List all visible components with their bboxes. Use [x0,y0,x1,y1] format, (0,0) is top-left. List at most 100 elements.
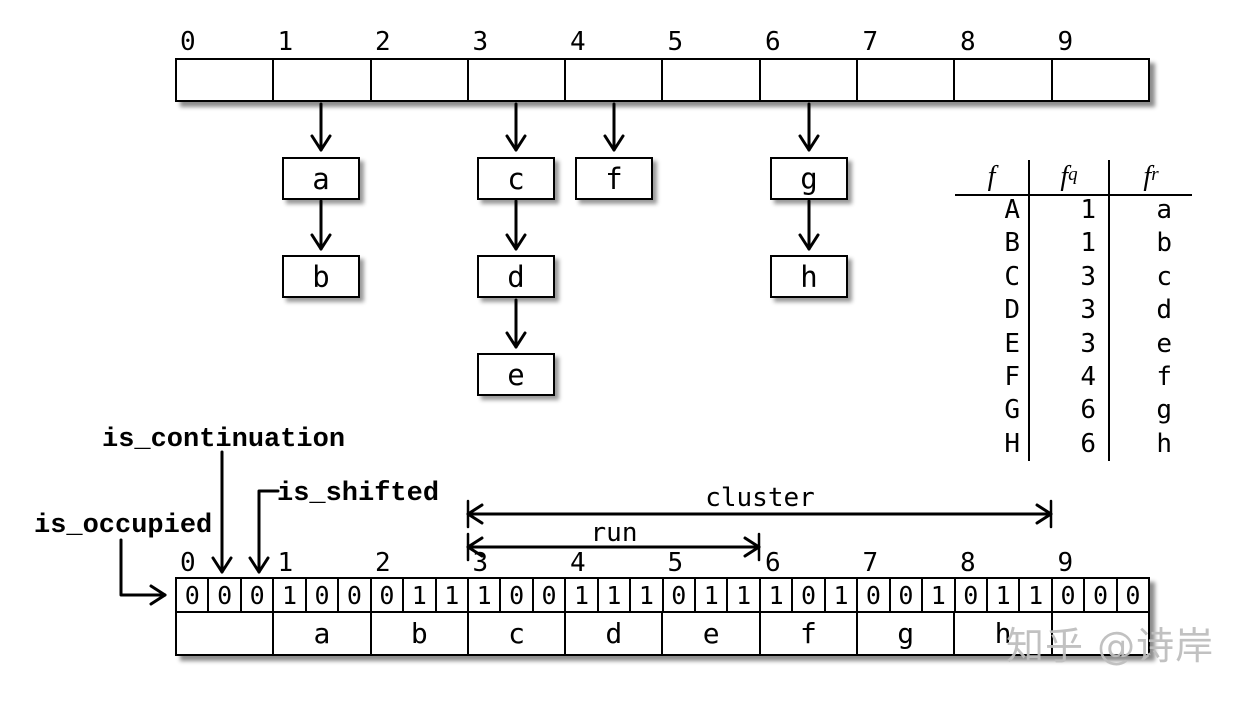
remainder-values-row: a b c d e f g h [177,613,1148,654]
bit-cell: 1 [599,579,632,611]
header-f-text: f [987,161,996,192]
fp-cell: F [955,360,1030,394]
bit-cell: 0 [793,579,826,611]
bit-cell: 0 [534,579,567,611]
fp-cell: D [955,293,1030,327]
bit-slot-label-3: 3 [472,548,489,578]
bit-cell: 1 [274,579,307,611]
metadata-bits-row: 0 0 0 1 0 0 0 1 1 1 0 0 1 1 1 0 1 1 1 0 … [177,579,1148,613]
bit-cell: 0 [1053,579,1086,611]
fp-cell: 1 [1030,226,1110,261]
bit-slot-label-6: 6 [765,548,781,578]
bit-cell: 1 [923,579,956,611]
arrow-slot1-to-a [310,102,332,152]
fp-cell: 3 [1030,260,1110,294]
top-slot-label-2: 2 [375,27,391,57]
value-cell: f [761,613,859,654]
array-slot [372,60,469,100]
fp-cell: g [1156,395,1172,426]
fp-cell: C [955,260,1030,294]
bit-slot-label-0: 0 [180,548,196,578]
bit-cell: 1 [631,579,664,611]
bit-cell: 0 [956,579,988,611]
chain-box-g: g [770,157,848,200]
bit-cell: 1 [404,579,437,611]
chain-box-d: d [477,255,555,298]
value-cell: e [663,613,761,654]
array-slot [177,60,275,100]
bit-cell: 0 [501,579,534,611]
array-slot [469,60,567,100]
bit-slot-label-1: 1 [277,548,294,578]
fp-cell: 4 [1030,360,1110,394]
bit-cell: 0 [339,579,372,611]
arrow-slot4-to-f [603,102,625,152]
arrow-d-to-e [505,298,527,349]
fp-cell: G [955,393,1030,428]
top-slot-label-5: 5 [667,27,684,57]
header-fr-sub: r [1151,164,1159,185]
arrow-is-occupied [119,538,167,606]
bit-cell: 1 [988,579,1021,611]
fp-cell: B [955,226,1030,261]
bit-cell: 1 [566,579,599,611]
fp-cell: e [1156,328,1172,359]
value-cell [177,613,275,654]
top-slot-label-4: 4 [570,27,586,57]
top-slot-label-3: 3 [472,27,489,57]
bit-cell: 0 [242,579,275,611]
bit-cell: 1 [761,579,794,611]
fp-cell: 6 [1030,427,1110,461]
header-fr-base: f [1143,161,1152,192]
label-cluster: cluster [705,483,815,513]
top-slot-label-6: 6 [765,27,781,57]
header-fq-base: f [1060,161,1069,192]
array-slot [274,60,372,100]
bit-cell: 0 [664,579,696,611]
fp-cell: d [1156,295,1172,326]
array-slot [858,60,956,100]
fp-cell: 1 [1030,193,1110,227]
fp-cell: h [1156,428,1172,459]
bit-cell: 1 [437,579,469,611]
bit-cell: 0 [372,579,405,611]
fp-cell: 3 [1030,326,1110,361]
label-run: run [590,518,638,548]
fp-cell: c [1156,261,1172,292]
bit-slot-label-9: 9 [1057,548,1074,578]
value-cell: g [858,613,956,654]
value-cell: c [469,613,567,654]
fp-cell: 3 [1030,293,1110,327]
bit-slot-label-5: 5 [667,548,684,578]
bit-cell: 1 [728,579,761,611]
bit-cell: 0 [891,579,924,611]
chain-box-h: h [770,255,848,298]
array-slot [663,60,761,100]
label-is-occupied: is_occupied [34,511,213,541]
bit-cell: 1 [826,579,859,611]
arrow-c-to-d [505,199,527,251]
arrow-a-to-b [310,199,332,251]
top-array-slot-labels: 0 1 2 3 4 5 6 7 8 9 [175,29,1150,55]
bit-array-slot-labels: 0 1 2 3 4 5 6 7 8 9 [175,550,1150,576]
header-fq-sub: q [1068,164,1078,185]
bit-slot-label-4: 4 [570,548,586,578]
bit-slot-label-2: 2 [375,548,391,578]
value-cell: d [566,613,664,654]
fp-cell: H [955,427,1030,461]
fp-cell: E [955,326,1030,361]
top-slot-label-7: 7 [862,27,879,57]
top-slot-label-8: 8 [960,27,976,57]
top-slot-label-1: 1 [277,27,294,57]
bit-cell: 1 [696,579,729,611]
array-slot [1053,60,1148,100]
chain-box-a: a [282,157,360,200]
array-slot [761,60,859,100]
bit-cell: 0 [1085,579,1118,611]
arrow-g-to-h [798,199,820,251]
bit-cell: 1 [469,579,502,611]
arrow-slot6-to-g [798,102,820,152]
